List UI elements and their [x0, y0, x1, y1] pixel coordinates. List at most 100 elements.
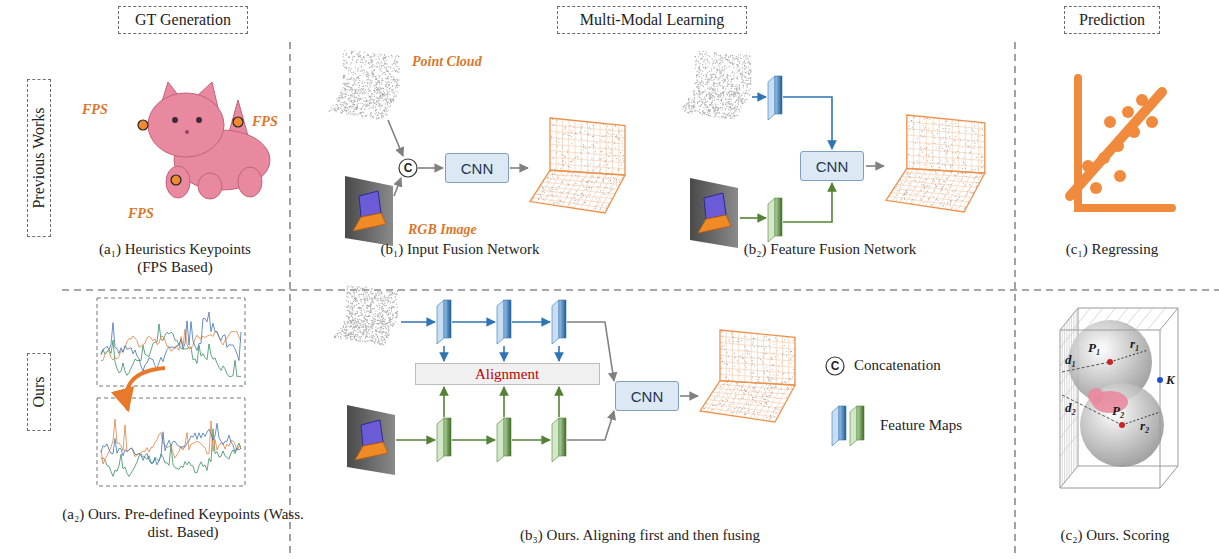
point-cloud	[345, 89, 346, 90]
point-cloud	[397, 71, 398, 72]
point-cloud	[744, 59, 745, 60]
laptop-model	[620, 152, 621, 153]
point-cloud	[737, 64, 738, 65]
point-cloud	[720, 55, 721, 56]
point-cloud	[388, 110, 389, 111]
laptop-model	[575, 175, 576, 176]
point-cloud	[343, 75, 344, 76]
point-cloud	[368, 63, 369, 64]
laptop-model	[603, 210, 604, 211]
laptop-model	[582, 179, 583, 180]
point-cloud	[715, 89, 716, 90]
point-cloud	[739, 97, 740, 98]
point-cloud	[383, 58, 384, 59]
point-cloud	[351, 87, 352, 88]
point-cloud	[358, 76, 359, 77]
point-cloud	[732, 94, 733, 95]
point-cloud	[350, 97, 351, 98]
point-cloud	[725, 79, 726, 80]
point-cloud	[721, 99, 722, 100]
point-cloud	[749, 63, 750, 64]
laptop-model	[571, 143, 572, 144]
point-cloud	[368, 105, 369, 106]
laptop-model	[614, 143, 615, 144]
point-cloud	[704, 113, 705, 114]
point-cloud	[337, 100, 338, 101]
point-cloud	[344, 101, 345, 102]
point-cloud	[717, 83, 718, 84]
laptop-model	[597, 202, 598, 203]
point-cloud	[712, 97, 713, 98]
point-cloud	[709, 115, 710, 116]
point-cloud	[391, 55, 392, 56]
point-cloud	[743, 80, 744, 81]
point-cloud	[370, 97, 371, 98]
point-cloud	[368, 77, 369, 78]
point-cloud	[727, 106, 728, 107]
point-cloud	[371, 80, 372, 81]
point-cloud	[695, 83, 696, 84]
point-cloud	[738, 98, 739, 99]
point-cloud	[693, 106, 694, 107]
point-cloud	[344, 107, 345, 108]
point-cloud	[740, 74, 741, 75]
point-cloud	[352, 93, 353, 94]
point-cloud	[722, 88, 723, 89]
point-cloud	[715, 76, 716, 77]
point-cloud	[734, 116, 735, 117]
point-cloud	[696, 82, 697, 83]
point-cloud	[725, 109, 726, 110]
point-cloud	[359, 93, 360, 94]
laptop-model	[587, 181, 588, 182]
point-cloud	[700, 82, 701, 83]
point-cloud	[722, 85, 723, 86]
point-cloud	[708, 109, 709, 110]
point-cloud	[338, 100, 339, 101]
point-cloud	[368, 87, 369, 88]
point-cloud	[355, 92, 356, 93]
point-cloud	[697, 84, 698, 85]
point-cloud	[750, 80, 751, 81]
point-cloud	[728, 109, 729, 110]
point-cloud	[748, 74, 749, 75]
point-cloud	[750, 70, 751, 71]
point-cloud	[389, 90, 390, 91]
point-cloud	[386, 56, 387, 57]
point-cloud	[363, 56, 364, 57]
point-cloud	[704, 103, 705, 104]
point-cloud	[363, 56, 364, 57]
point-cloud	[380, 95, 381, 96]
point-cloud	[371, 74, 372, 75]
point-cloud	[707, 82, 708, 83]
point-cloud	[709, 97, 710, 98]
point-cloud	[737, 87, 738, 88]
point-cloud	[714, 55, 715, 56]
point-cloud	[705, 102, 706, 103]
point-cloud	[719, 82, 720, 83]
point-cloud	[705, 59, 706, 60]
point-cloud	[732, 62, 733, 63]
point-cloud	[730, 98, 731, 99]
laptop-model	[581, 161, 582, 162]
point-cloud	[379, 103, 380, 104]
point-cloud	[377, 90, 378, 91]
point-cloud	[346, 103, 347, 104]
point-cloud	[701, 78, 702, 79]
point-cloud	[723, 94, 724, 95]
point-cloud	[387, 102, 388, 103]
point-cloud	[740, 58, 741, 59]
point-cloud	[729, 66, 730, 67]
cat-model	[166, 166, 190, 198]
point-cloud	[707, 107, 708, 108]
laptop-model	[601, 172, 602, 173]
point-cloud	[353, 111, 354, 112]
laptop-model	[530, 170, 625, 213]
laptop-model	[542, 191, 543, 192]
point-cloud	[387, 102, 388, 103]
point-cloud	[724, 55, 725, 56]
point-cloud	[739, 89, 740, 90]
laptop-model	[575, 133, 576, 134]
point-cloud	[346, 113, 347, 114]
point-cloud	[377, 115, 378, 116]
point-cloud	[699, 97, 700, 98]
